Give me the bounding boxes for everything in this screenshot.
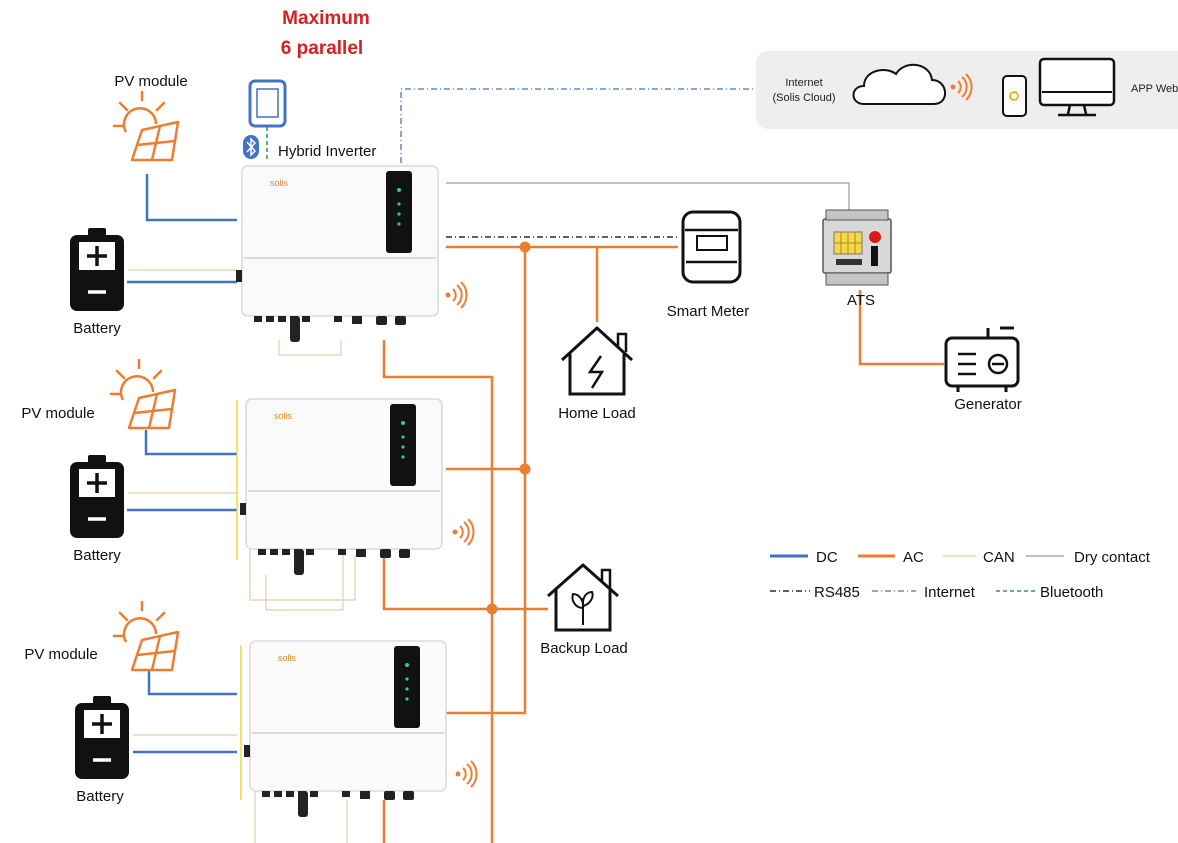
home-load-label: Home Load <box>558 405 636 422</box>
title-line1: Maximum <box>282 8 370 29</box>
pv-module-icon-2 <box>109 358 177 430</box>
battery-icon-3 <box>73 694 131 781</box>
pv-module-label-1: PV module <box>114 73 187 90</box>
hybrid-inverter-label: Hybrid Inverter <box>278 143 376 160</box>
generator-icon <box>944 326 1020 392</box>
pv-module-label-3: PV module <box>24 646 97 663</box>
dry-contact-line <box>446 182 850 213</box>
legend-can-label: CAN <box>983 549 1015 566</box>
pv-module-icon-3 <box>112 600 180 672</box>
phone-icon <box>1002 75 1027 117</box>
battery-label-3: Battery <box>76 788 124 805</box>
ac-lines <box>382 245 944 843</box>
inverter-wireless-icon-1 <box>444 281 468 309</box>
battery-icon-2 <box>68 453 126 540</box>
bluetooth-icon <box>243 135 259 159</box>
solis-cloud-label: (Solis Cloud) <box>773 92 836 104</box>
legend-internet-label: Internet <box>924 584 976 601</box>
inverter-brand-1: solis <box>270 178 289 188</box>
generator-label: Generator <box>954 396 1022 413</box>
app-web-label: APP Web <box>1131 83 1178 95</box>
legend-dry-contact-label: Dry contact <box>1074 549 1151 566</box>
inverter-brand-3: solis <box>278 653 297 663</box>
internet-label: Internet <box>785 77 822 89</box>
legend: DC AC CAN Dry contact RS485 Internet Blu… <box>770 549 1151 601</box>
legend-dc-label: DC <box>816 549 838 566</box>
inverter-wireless-icon-2 <box>451 518 475 546</box>
pv-module-icon-1 <box>112 90 180 162</box>
legend-ac-label: AC <box>903 549 924 566</box>
home-load-icon <box>560 326 634 396</box>
dc-lines <box>127 174 237 754</box>
backup-load-label: Backup Load <box>540 640 628 657</box>
legend-rs485-label: RS485 <box>814 584 860 601</box>
battery-icon-1 <box>68 226 126 313</box>
smart-meter-label: Smart Meter <box>667 303 750 320</box>
inverter-wireless-icon-3 <box>454 760 478 788</box>
cloud-icon <box>852 64 946 105</box>
internet-line <box>400 88 753 163</box>
smart-meter-icon <box>681 210 742 284</box>
ats-icon <box>822 209 892 286</box>
battery-label-2: Battery <box>73 547 121 564</box>
tablet-icon <box>248 79 287 128</box>
monitor-icon <box>1038 57 1116 117</box>
ac-junctions <box>486 241 531 615</box>
can-lines <box>128 269 356 843</box>
ats-label: ATS <box>847 292 875 309</box>
title-line2: 6 parallel <box>281 38 363 59</box>
backup-load-icon <box>547 563 619 632</box>
battery-label-1: Battery <box>73 320 121 337</box>
hybrid-inverter-2 <box>239 398 443 576</box>
hybrid-inverter-3 <box>243 640 447 818</box>
pv-module-label-2: PV module <box>21 405 94 422</box>
inverter-brand-2: solis <box>274 411 293 421</box>
legend-bluetooth-label: Bluetooth <box>1040 584 1103 601</box>
hybrid-inverter-1 <box>235 165 439 343</box>
